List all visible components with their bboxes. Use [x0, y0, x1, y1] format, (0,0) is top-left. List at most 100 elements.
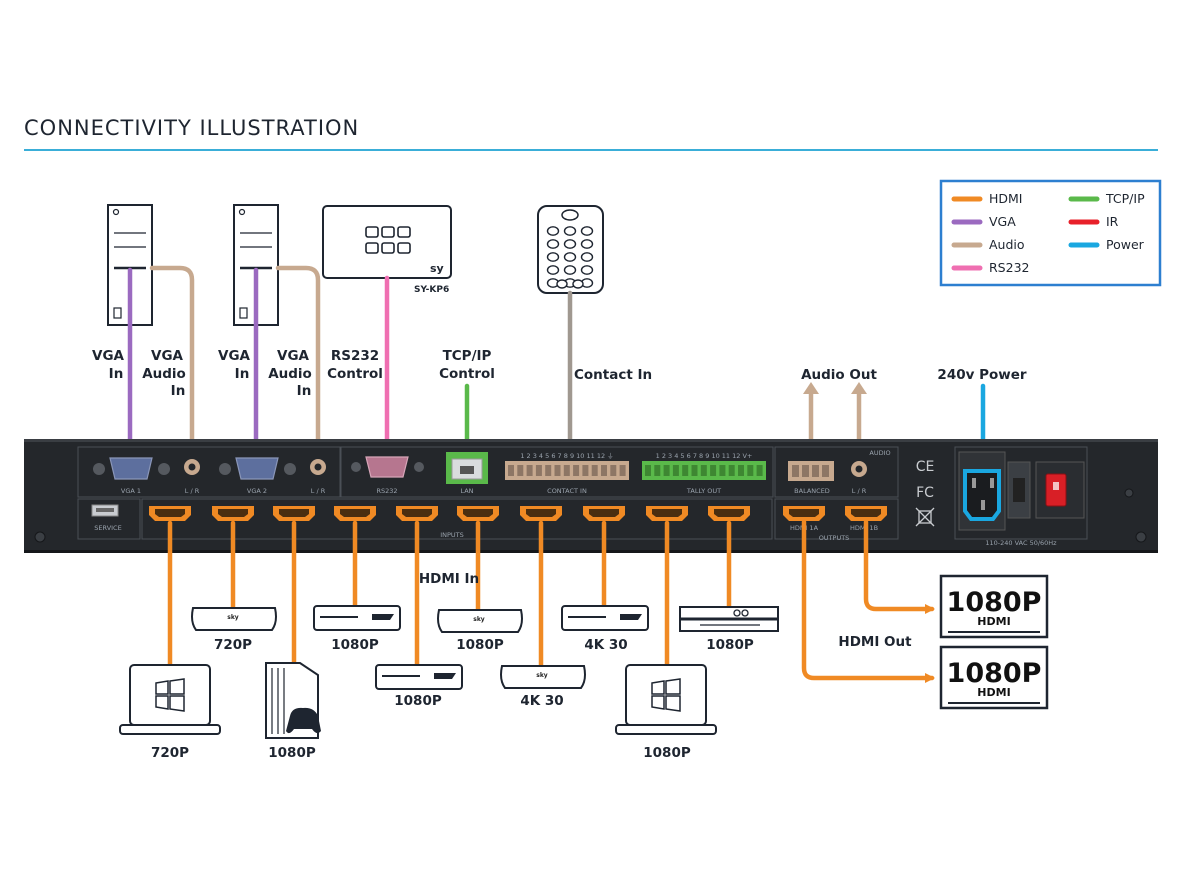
svg-text:sky: sky	[473, 616, 485, 623]
legend-power: Power	[1106, 237, 1145, 252]
remote-button-icon	[563, 226, 577, 236]
hdmi-input-port	[273, 506, 315, 521]
hdmi-input-port	[646, 506, 688, 521]
display-2: 1080P HDMI	[939, 645, 1049, 710]
svg-text:240v Power: 240v Power	[937, 367, 1026, 383]
svg-text:RS232: RS232	[376, 487, 397, 495]
remote-button-icon	[546, 239, 560, 249]
svg-text:In: In	[171, 383, 186, 399]
svg-text:RS232: RS232	[331, 348, 379, 364]
game-console	[265, 662, 321, 739]
svg-text:INPUTS: INPUTS	[440, 531, 464, 539]
set-top-box	[679, 606, 779, 632]
ir-remote	[537, 205, 604, 294]
display-2-resolution: 1080P	[947, 658, 1042, 689]
display-2-type: HDMI	[977, 686, 1010, 699]
hdmi-output-port	[783, 506, 825, 521]
svg-text:sky: sky	[227, 614, 239, 621]
source-label-3: 1080P	[268, 745, 316, 761]
laptop-1	[119, 664, 221, 735]
hdmi-out-cable-1a	[801, 519, 935, 683]
legend-rs232: RS232	[989, 260, 1029, 275]
hdmi-output-cables	[801, 519, 935, 683]
remote-button-icon	[563, 265, 577, 275]
svg-text:VGA: VGA	[277, 348, 310, 364]
hdmi-input-port	[149, 506, 191, 521]
svg-text:VGA: VGA	[92, 348, 125, 364]
remote-button-icon	[580, 265, 594, 275]
svg-text:In: In	[297, 383, 312, 399]
sky-box-1: sky	[191, 607, 277, 631]
audio-cable-2	[275, 265, 321, 458]
svg-text:Control: Control	[439, 366, 495, 382]
svg-text:SERVICE: SERVICE	[94, 524, 121, 532]
hdmi-input-port	[396, 506, 438, 521]
keypad-model: SY-KP6	[414, 285, 449, 295]
bluray-player-3	[561, 605, 649, 631]
source-label-5: 1080P	[394, 693, 442, 709]
svg-text:VGA: VGA	[218, 348, 251, 364]
svg-text:Contact In: Contact In	[574, 367, 652, 383]
keypad-sy-kp6: sy SY-KP6	[322, 205, 452, 295]
svg-text:1 2 3 4 5 6 7 8 9 10 11 12 ⏚: 1 2 3 4 5 6 7 8 9 10 11 12 ⏚	[520, 452, 613, 460]
hdmi-output-port	[845, 506, 887, 521]
hdmi-input-port	[520, 506, 562, 521]
top-cables	[127, 265, 986, 467]
hdmi-input-port	[708, 506, 750, 521]
svg-text:Audio: Audio	[142, 366, 186, 382]
source-label-6: 1080P	[456, 637, 504, 653]
top-labels: VGA In VGA Audio In VGA In VGA Audio In …	[92, 348, 1027, 399]
svg-text:VGA: VGA	[151, 348, 184, 364]
svg-text:Audio: Audio	[268, 366, 312, 382]
keypad-logo: sy	[430, 262, 444, 275]
svg-text:AUDIO: AUDIO	[869, 449, 890, 457]
source-label-4: 1080P	[331, 637, 379, 653]
svg-text:Audio Out: Audio Out	[801, 367, 877, 383]
svg-text:In: In	[109, 366, 124, 382]
hdmi-input-port	[583, 506, 625, 521]
display-1-type: HDMI	[977, 615, 1010, 628]
source-label-7: 4K 30	[520, 693, 563, 709]
legend: HDMI VGA Audio RS232 TCP/IP IR Power	[939, 179, 1162, 287]
hdmi-out-cable-1b	[863, 519, 935, 614]
svg-text:LAN: LAN	[460, 487, 473, 495]
bluray-player-1	[313, 605, 401, 631]
matrix-switcher-rear-panel: VGA 1 L / R VGA 2 L / R RS232 LAN 1 2 3 …	[24, 439, 1158, 553]
legend-vga: VGA	[989, 214, 1016, 229]
svg-text:L / R: L / R	[311, 487, 326, 495]
title-rule	[24, 149, 1158, 151]
remote-button-icon	[546, 252, 560, 262]
remote-button-icon	[546, 265, 560, 275]
remote-button-icon	[556, 279, 568, 289]
bluray-player-2	[375, 664, 463, 690]
svg-text:OUTPUTS: OUTPUTS	[819, 534, 850, 542]
remote-button-icon	[563, 239, 577, 249]
remote-button-icon	[580, 239, 594, 249]
svg-text:In: In	[235, 366, 250, 382]
display-1-resolution: 1080P	[947, 587, 1042, 618]
remote-button-icon	[563, 252, 577, 262]
sky-box-3: sky	[500, 665, 586, 689]
panel-vga1: VGA 1	[121, 487, 141, 495]
source-label-8: 4K 30	[584, 637, 627, 653]
svg-text:BALANCED: BALANCED	[794, 487, 830, 495]
legend-tcpip: TCP/IP	[1105, 191, 1145, 206]
page-title: CONNECTIVITY ILLUSTRATION	[24, 116, 360, 140]
legend-audio: Audio	[989, 237, 1025, 252]
source-label-10: 1080P	[706, 637, 754, 653]
svg-text:FC: FC	[916, 485, 934, 501]
remote-button-icon	[580, 226, 594, 236]
panel-vga2: VGA 2	[247, 487, 267, 495]
svg-text:1 2 3 4 5 6 7 8 9 10 11 12 V+: 1 2 3 4 5 6 7 8 9 10 11 12 V+	[656, 452, 753, 460]
legend-ir: IR	[1106, 214, 1119, 229]
hdmi-input-cables	[167, 520, 732, 669]
hdmi-input-port	[212, 506, 254, 521]
hdmi-in-label: HDMI In	[419, 571, 479, 587]
svg-text:TALLY OUT: TALLY OUT	[686, 487, 721, 495]
display-1: 1080P HDMI	[939, 574, 1049, 639]
svg-text:CE: CE	[916, 459, 935, 475]
remote-button-icon	[580, 252, 594, 262]
source-label-1: 720P	[151, 745, 189, 761]
audio-cable-1	[149, 265, 195, 458]
